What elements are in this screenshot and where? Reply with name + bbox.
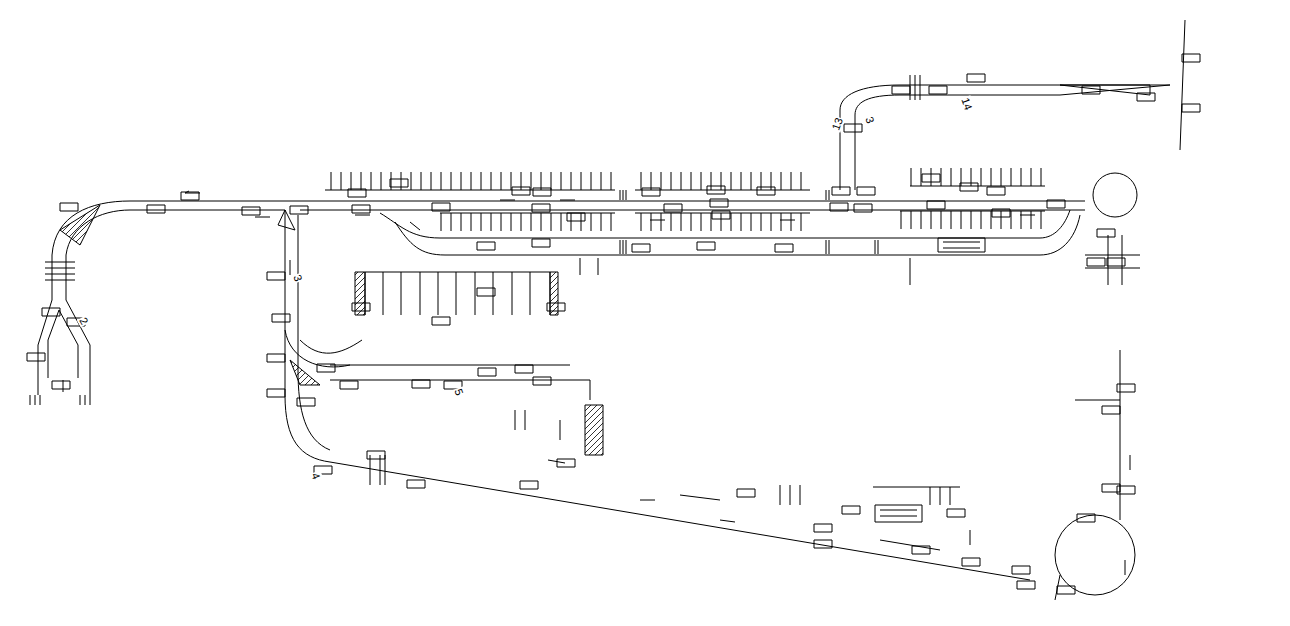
callout-number: 3 [291, 272, 305, 284]
parking-row [900, 211, 1045, 229]
roundabout [1093, 173, 1137, 217]
parking-row [325, 172, 615, 190]
right-road [1055, 235, 1140, 600]
stop-lines [30, 262, 90, 405]
parking-block [365, 272, 550, 315]
label-boxes [27, 54, 1200, 594]
parking-hatch [355, 272, 558, 315]
main-road-edges [52, 201, 1085, 300]
island [585, 405, 603, 455]
branch-hatch [290, 360, 320, 385]
parking-row [635, 213, 810, 231]
callout-number: 5 [452, 386, 466, 398]
lower-markings [370, 455, 940, 550]
roundabout [1055, 515, 1135, 595]
callout-number: 13 [829, 115, 845, 132]
callout-number: 14 [959, 95, 975, 112]
callout-number: 4 [309, 470, 323, 482]
bus-stop [938, 238, 985, 252]
arrows [185, 191, 1130, 575]
callout-number: 3 [863, 114, 877, 126]
side-road [278, 210, 1030, 580]
parking-row [635, 172, 810, 190]
parking-row [440, 213, 615, 231]
branch-road [285, 330, 590, 400]
callout-number: 2 [77, 314, 91, 327]
north-road [840, 20, 1185, 190]
